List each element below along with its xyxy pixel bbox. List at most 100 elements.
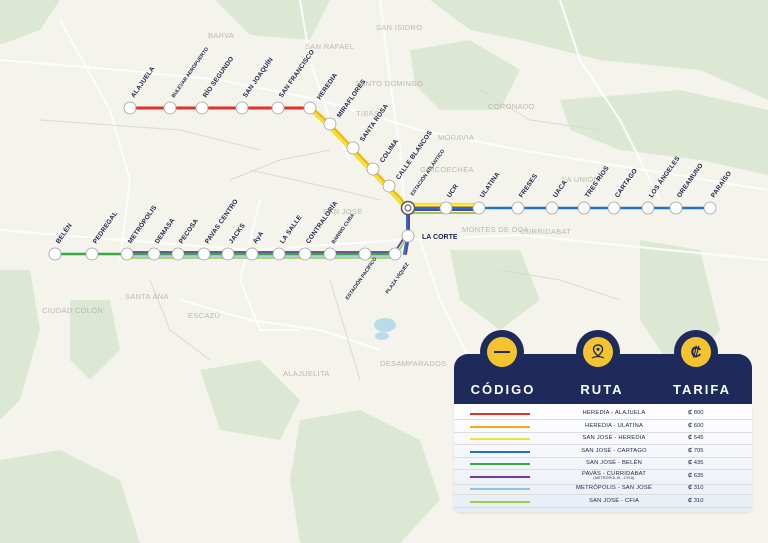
station-label: SAN FRANCISCO: [278, 49, 316, 100]
stop-cartago: [607, 201, 621, 215]
legend-row: PAVAS - CURRIDABAT(METRÓPOLIS - CFIA) ₡ 6…: [454, 471, 752, 485]
station-label: JACKS: [228, 222, 247, 245]
station-label: OREAMUNO: [676, 162, 705, 199]
legend-route-name: HEREDIA - ULATINA: [584, 422, 644, 429]
stop-paraiso: [703, 201, 717, 215]
stop-santa-rosa: [346, 141, 360, 155]
stop-pedregal: [85, 247, 99, 261]
stop-ulatina: [472, 201, 486, 215]
district-label: ALAJUELITA: [283, 369, 330, 378]
legend-row: HEREDIA - ALAJUELA ₡ 800: [454, 408, 752, 420]
district-label: SAN RAFAEL: [305, 42, 354, 51]
legend-fare: ₡ 635: [688, 472, 704, 479]
stop-barrio-cuba: [323, 247, 337, 261]
colon-currency-icon: ₡: [674, 330, 718, 374]
district-label: CORONADO: [488, 102, 535, 111]
legend-route-name: SAN JOSÉ - CARTAGO: [581, 447, 647, 454]
legend-row: SAN JOSÉ - CARTAGO ₡ 705: [454, 446, 752, 458]
station-label: LOS ÁNGELES: [646, 154, 682, 200]
district-label: SAN JOSÉ: [323, 207, 363, 216]
legend-route-name: SAN JOSÉ - CFIA: [588, 497, 640, 504]
legend-route-name: PAVAS - CURRIDABAT(METRÓPOLIS - CFIA): [544, 471, 684, 481]
legend-title-route: RUTA: [580, 382, 624, 397]
stop-bulevar-aeropuerto: [163, 101, 177, 115]
stop-san-joaquin: [235, 101, 249, 115]
station-label: METRÓPOLIS: [125, 203, 158, 245]
legend-row: SAN JOSÉ - HEREDIA₡ 545: [454, 433, 752, 445]
station-label: SAN JOAQUÍN: [240, 55, 275, 99]
legend-line-swatch: [470, 500, 530, 503]
line-symbol-icon: [480, 330, 524, 374]
legend-line-swatch: [470, 463, 530, 465]
station-label: UCR: [446, 183, 460, 199]
stop-los-angeles: [641, 201, 655, 215]
stop-pavas-centro: [197, 247, 211, 261]
stop-estacion-atlantico: [400, 200, 416, 216]
station-label: FRESES: [518, 172, 540, 199]
stop-freses: [511, 201, 525, 215]
legend-line-swatch: [470, 488, 530, 490]
legend-line-swatch: [470, 413, 530, 415]
stop-uaca: [545, 201, 559, 215]
district-label: DESAMPARADOS: [380, 359, 446, 368]
legend-route-name: SAN JOSÉ - BELÉN: [585, 460, 643, 466]
district-label: ESCAZÚ: [188, 311, 220, 320]
station-label: AyA: [252, 230, 265, 245]
district-label: CURRIDABAT: [520, 227, 571, 236]
district-label: GOICOECHEA: [420, 165, 474, 174]
legend-route-name: HEREDIA - ALAJUELA: [582, 410, 646, 416]
stop-estacion-atlantico-inner: [404, 204, 412, 212]
legend-line-swatch: [470, 438, 530, 440]
district-label: SANTO DOMINGO: [355, 79, 423, 88]
stops: [48, 101, 717, 261]
legend-route-note: (METRÓPOLIS - CFIA): [593, 475, 635, 480]
stop-calle-blancos: [382, 179, 396, 193]
stop-miraflores: [323, 117, 337, 131]
stop-la-corte: [401, 229, 415, 243]
legend-row: HEREDIA - ULATINA ₡ 600: [454, 421, 752, 433]
stop-pecosa: [171, 247, 185, 261]
roads-grey: [39, 89, 621, 381]
legend-fare: ₡ 310: [688, 485, 704, 491]
stop-alajuela: [123, 101, 137, 115]
station-label: ESTACIÓN PACÍFICO: [343, 255, 379, 301]
stop-contraloria: [298, 247, 312, 261]
legend-line-swatch: [470, 475, 530, 478]
legend-fare: ₡ 545: [688, 435, 704, 441]
district-label: LA UNIÓN: [562, 175, 599, 184]
stop-jacks: [221, 247, 235, 261]
stop-aya: [245, 247, 259, 261]
stop-san-francisco: [271, 101, 285, 115]
station-label: RÍO SEGUNDO: [200, 54, 235, 99]
station-label: BARRIO CUBA: [331, 212, 357, 245]
station-label: LA CORTE: [422, 234, 458, 241]
stop-tres-rios: [577, 201, 591, 215]
legend-row: SAN JOSÉ - BELÉN ₡ 435: [454, 458, 752, 470]
station-label: LA SALLE: [279, 214, 304, 246]
legend-fare: ₡ 435: [688, 460, 704, 466]
legend-route-name: METRÓPOLIS - SAN JOSÉ: [575, 485, 653, 491]
district-label: CIUDAD COLÓN: [42, 306, 103, 315]
legend-fare: ₡ 800: [688, 410, 704, 416]
stop-ucr: [439, 201, 453, 215]
station-label: CARTAGO: [614, 167, 639, 199]
route-pin-icon: [576, 330, 620, 374]
district-label: SAN ISIDRO: [376, 23, 422, 32]
district-label: MORAVIA: [438, 133, 474, 142]
route-legend: ₡ CÓDIGO RUTA TARIFA HEREDIA - ALAJUELA₡…: [454, 330, 752, 512]
legend-fare: ₡ 600: [688, 422, 704, 429]
legend-row: SAN JOSÉ - CFIA₡ 310: [454, 496, 752, 508]
district-labels: BARVA SAN RAFAEL SAN ISIDRO SANTO DOMING…: [42, 23, 599, 378]
legend-fare: ₡ 705: [688, 447, 704, 454]
legend-line-swatch: [470, 450, 530, 453]
stop-oreamuno: [669, 201, 683, 215]
station-label: PLAZA VÍQUEZ: [383, 261, 410, 295]
stop-belen: [48, 247, 62, 261]
stop-heredia: [303, 101, 317, 115]
station-label: DEMASA: [154, 217, 177, 245]
lake: [374, 318, 396, 332]
